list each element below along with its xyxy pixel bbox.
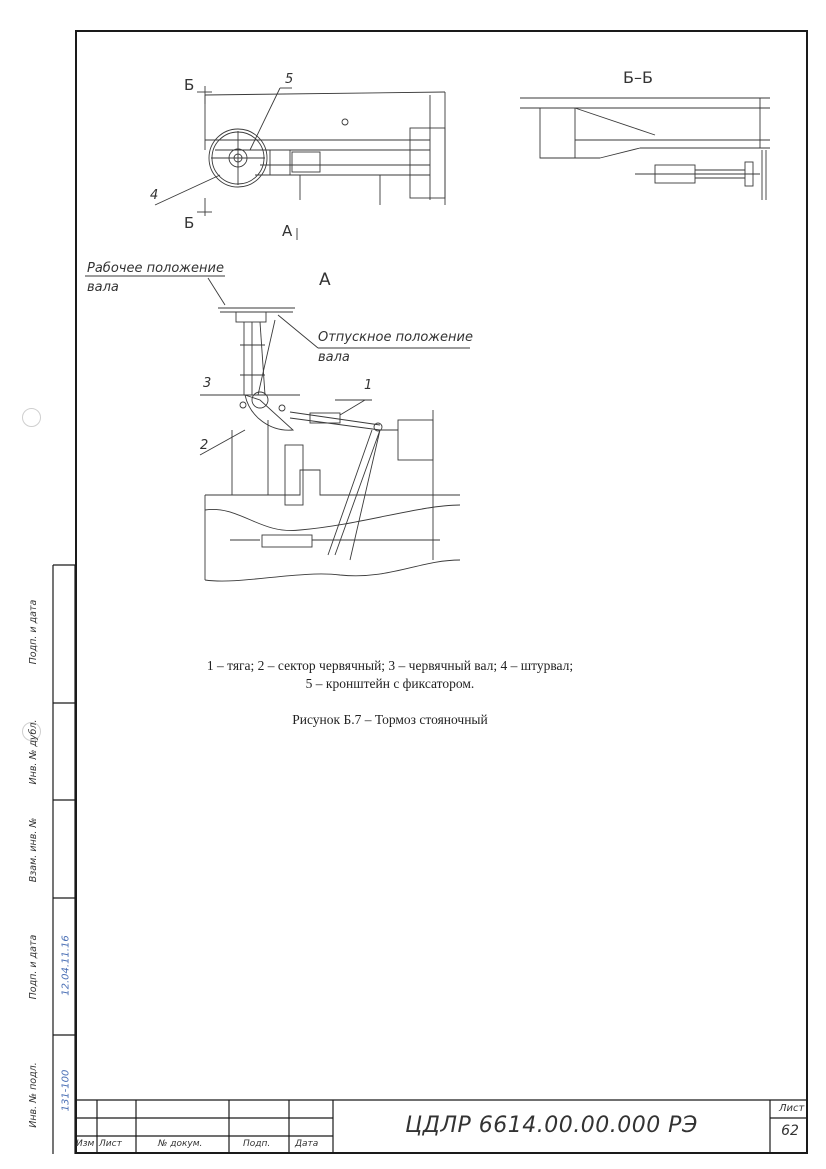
view-a-drawing (85, 275, 470, 582)
binding-hole-top (22, 408, 41, 427)
view-a-title: А (319, 270, 331, 290)
title-block-date: Дата (295, 1139, 319, 1149)
sheet-label: Лист (779, 1103, 805, 1114)
work-position-line2: вала (87, 280, 119, 295)
callout-5: 5 (285, 72, 294, 87)
callout-1: 1 (364, 378, 373, 393)
binding-hole-bottom (22, 722, 41, 741)
section-bb-title: Б–Б (623, 68, 653, 87)
document-designation: ЦДЛР 6614.00.00.000 РЭ (405, 1113, 698, 1138)
legend-line-2: 5 – кронштейн с фиксатором. (305, 676, 475, 691)
title-block-list: Лист (99, 1139, 122, 1149)
release-position-line1: Отпускное положение (318, 330, 473, 345)
sheet-number: 62 (781, 1123, 799, 1139)
callout-4: 4 (150, 188, 159, 203)
title-block-doc-no: № докум. (158, 1139, 203, 1149)
callout-2: 2 (200, 438, 209, 453)
release-position-line2: вала (318, 350, 350, 365)
callout-3: 3 (203, 376, 212, 391)
title-block-sign: Подп. (243, 1139, 271, 1149)
drawing-frame (75, 30, 808, 1154)
plan-view-drawing (154, 86, 446, 240)
view-a-marker: А (282, 222, 293, 240)
figure-caption: Рисунок Б.7 – Тормоз стояночный (292, 712, 488, 727)
work-position-line1: Рабочее положение (87, 261, 224, 276)
section-marker-top: Б (184, 76, 195, 94)
section-bb-drawing (520, 97, 770, 200)
section-marker-bottom: Б (184, 214, 195, 232)
title-block-izm: Изм (76, 1139, 95, 1149)
legend-line-1: 1 – тяга; 2 – сектор червячный; 3 – черв… (206, 658, 574, 673)
